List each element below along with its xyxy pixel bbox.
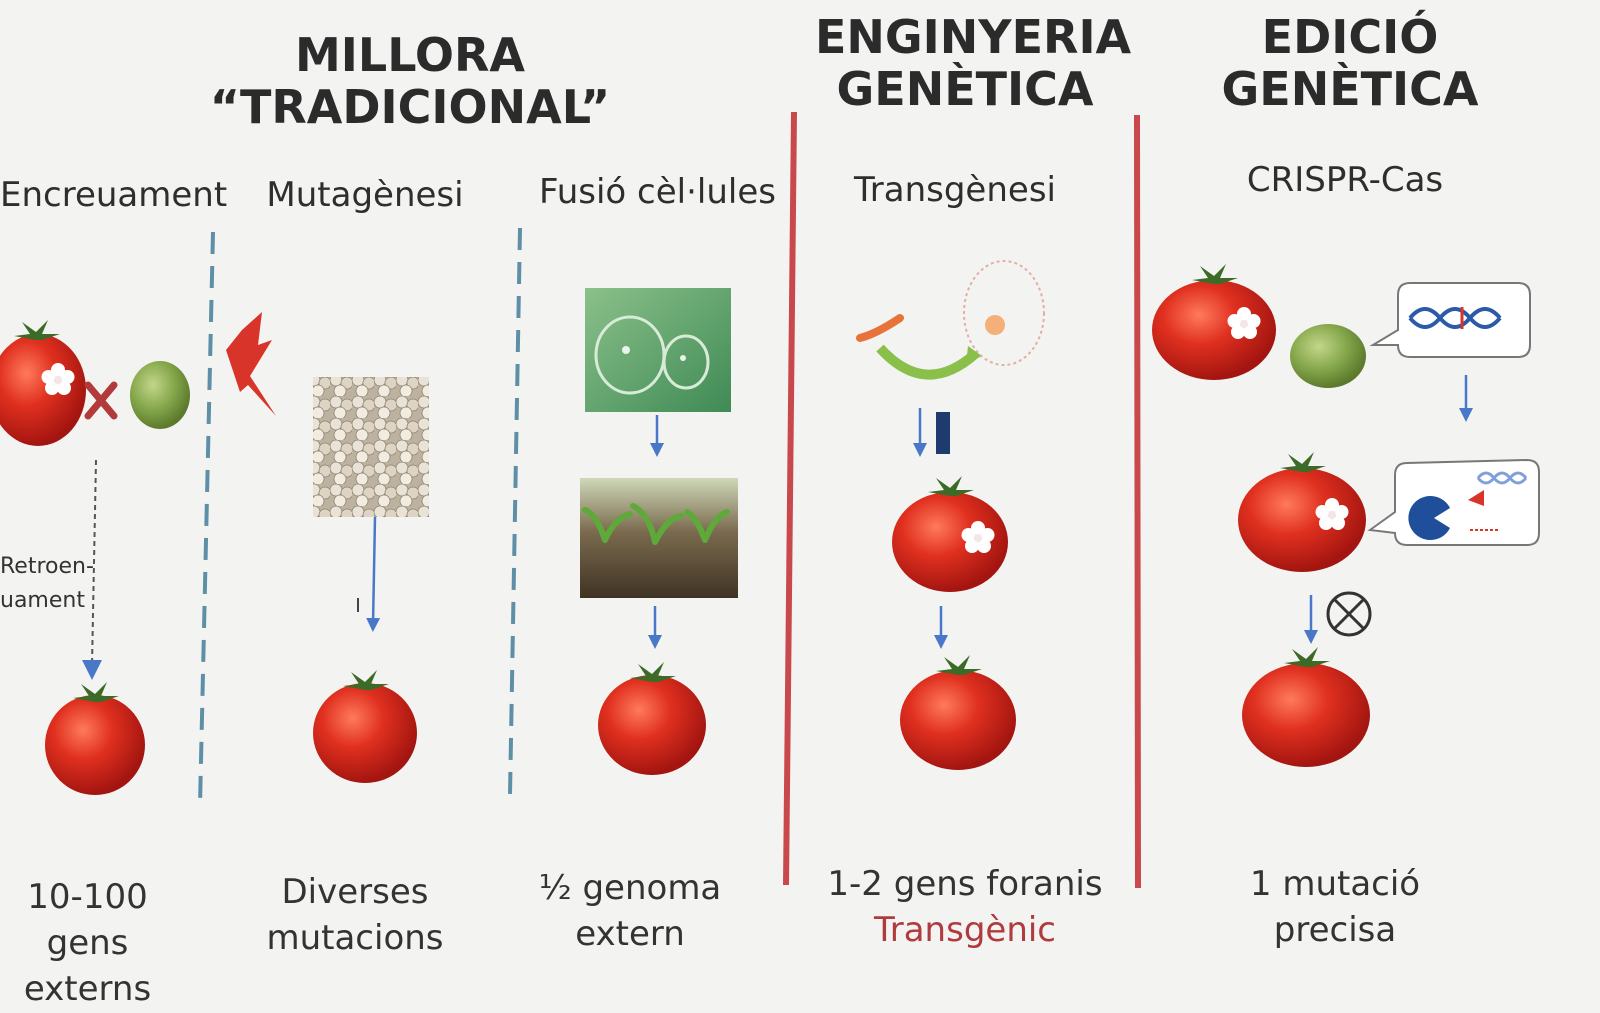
tomato-red-crispr-parent	[1152, 264, 1276, 380]
tomato-green-parent	[130, 361, 190, 429]
caption-fusion: ½ genoma extern	[530, 866, 730, 958]
header-gene-editing: EDICIÓ GENÈTICA	[1200, 10, 1500, 116]
blocked-circle-icon	[1326, 591, 1372, 637]
caption-transgenesis-line1: 1-2 gens foranis	[827, 864, 1103, 904]
caption-fusion-line2: extern	[575, 913, 685, 954]
title-crispr: CRISPR-Cas	[1246, 160, 1444, 200]
tomato-result-crossing	[45, 682, 145, 795]
caption-crispr-line2: precisa	[1273, 909, 1397, 950]
header-gene-editing-line1: EDICIÓ	[1261, 10, 1439, 64]
backcross-arrow	[91, 459, 97, 666]
seedling-tray-icon	[580, 478, 738, 598]
tomato-result-fusion	[598, 662, 706, 775]
dashed-divider-2	[508, 227, 522, 796]
section-divider-2	[1134, 114, 1141, 889]
backcross-arrowhead	[82, 660, 102, 680]
mutagenesis-arrow-1	[366, 516, 381, 632]
gene-insertion-icon	[856, 260, 1045, 380]
cas-protein-icon	[1367, 458, 1540, 546]
header-genetic-engineering-line2: GENÈTICA	[836, 61, 1094, 116]
dna-icon	[1369, 282, 1531, 358]
seed-pile-icon	[313, 377, 429, 517]
caption-mutagenesis-line1: Diverses	[281, 872, 429, 912]
caption-mutagenesis-line2: mutacions	[266, 917, 444, 958]
header-genetic-engineering-line1: ENGINYERIA	[815, 10, 1132, 64]
tomato-result-crispr	[1242, 647, 1370, 767]
caption-crossing-line1: 10-100 gens	[27, 877, 148, 963]
dna-fragment-icon	[936, 412, 950, 454]
caption-transgenesis: 1-2 gens foranis Transgènic	[815, 862, 1115, 954]
cross-icon	[84, 381, 118, 420]
caption-mutagenesis: Diverses mutacions	[255, 870, 455, 962]
title-mutagenesis: Mutagènesi	[266, 175, 464, 215]
section-divider-1	[783, 111, 797, 886]
caption-crispr-line1: 1 mutació	[1249, 864, 1421, 904]
caption-crossing: 10-100 gens externs	[0, 875, 175, 1013]
backcross-label: Retroen- uament	[0, 550, 94, 618]
dashed-divider-1	[198, 231, 215, 806]
header-gene-editing-line2: GENÈTICA	[1221, 61, 1479, 116]
protoplast-image-icon	[585, 288, 731, 412]
tomato-result-mutagenesis	[313, 670, 417, 783]
backcross-label-line2: uament	[0, 588, 85, 614]
tomato-transgenic-flower	[892, 476, 1008, 592]
title-fusion: Fusió cèl·lules	[539, 172, 776, 212]
tomato-green-crispr-parent	[1290, 324, 1366, 388]
caption-transgenesis-transgenic: Transgènic	[873, 909, 1057, 950]
caption-fusion-line1: ½ genoma	[538, 868, 722, 908]
title-crossing: Encreuament	[0, 175, 228, 215]
tomato-red-parent	[0, 320, 86, 446]
caption-crossing-line2: externs	[23, 968, 152, 1009]
title-transgenesis: Transgènesi	[854, 170, 1056, 210]
tomato-result-transgenesis	[900, 655, 1016, 770]
backcross-label-line1: Retroen-	[0, 554, 94, 579]
lightning-icon	[226, 312, 276, 416]
header-traditional: MILLORA “TRADICIONAL”	[209, 28, 611, 134]
header-genetic-engineering: ENGINYERIA GENÈTICA	[815, 10, 1132, 116]
caption-crispr: 1 mutació precisa	[1225, 862, 1445, 954]
tomato-edited-flower	[1238, 452, 1366, 572]
